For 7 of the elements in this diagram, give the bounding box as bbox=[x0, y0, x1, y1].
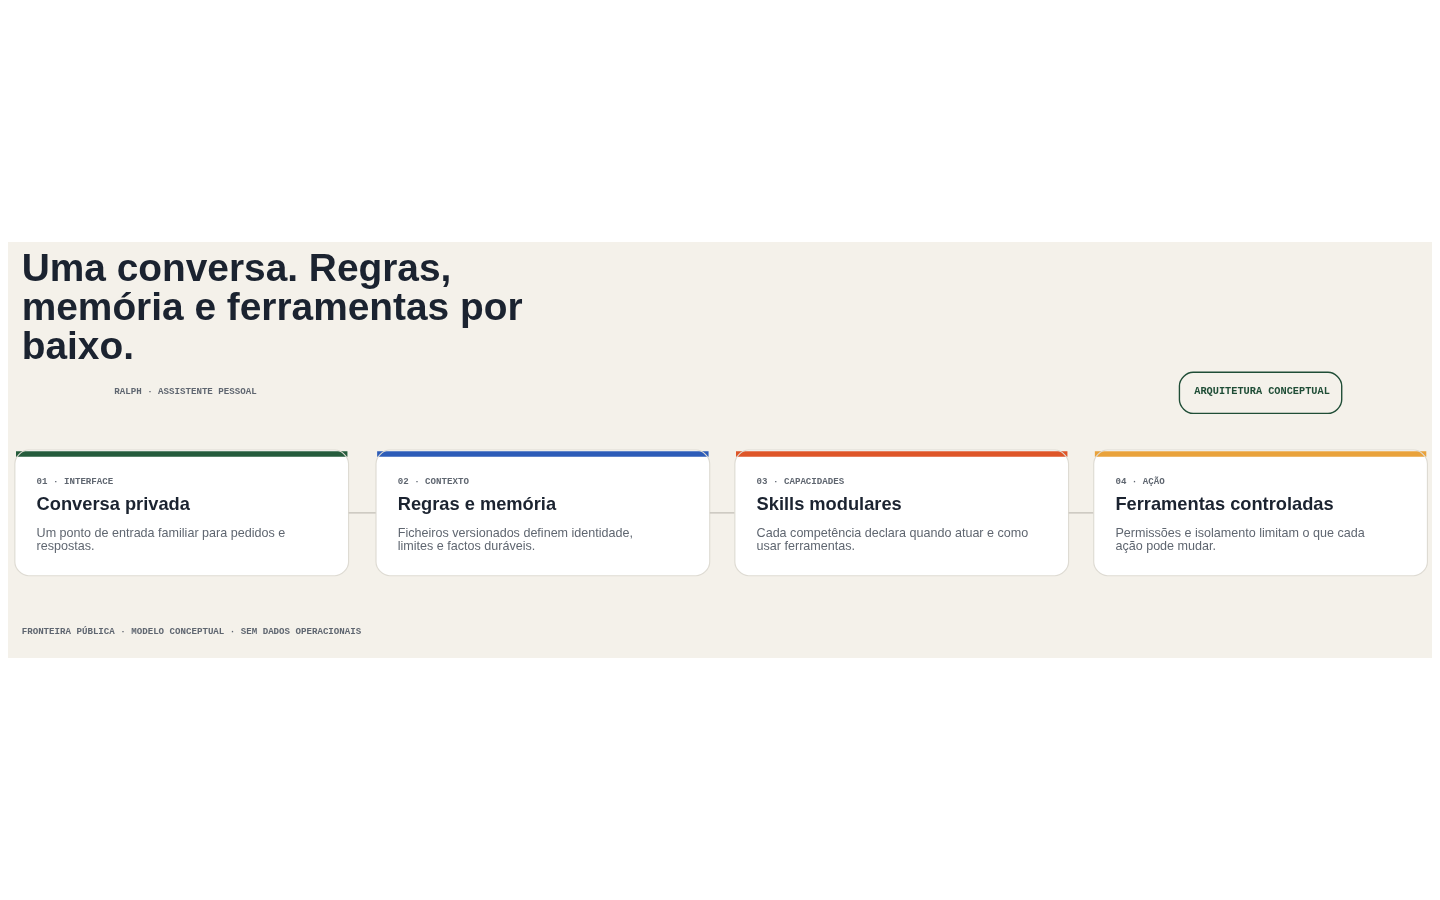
diagram-title: Uma conversa. Regras, memória e ferramentas por baixo. bbox=[21, 246, 523, 367]
label: FRONTEIRA PÚBLICA · MODELO CONCEPTUAL · SEM DADOS OPERACIONAIS bbox=[21, 625, 362, 637]
label: RALPH · ASSISTENTE PESSOAL bbox=[114, 385, 257, 397]
node-box: ARQUITETURA CONCEPTUAL bbox=[1178, 371, 1343, 415]
connector bbox=[1067, 512, 1094, 514]
connector bbox=[709, 512, 736, 514]
connector bbox=[347, 512, 377, 514]
